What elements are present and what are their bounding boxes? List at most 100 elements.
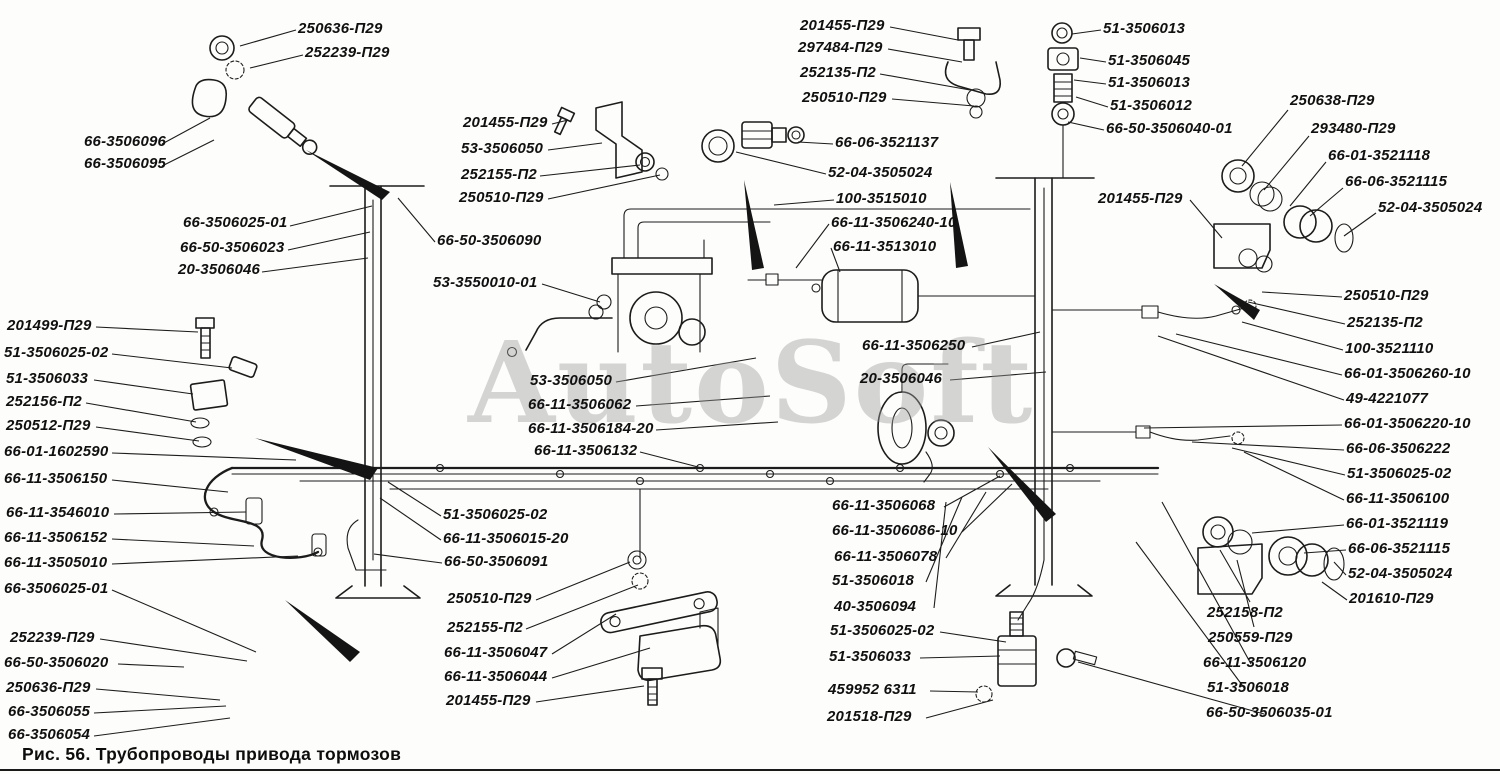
- part-number-label: 51-3506013: [1108, 74, 1191, 91]
- left-valve-and-bolt: [189, 317, 258, 448]
- leader-line: [85, 402, 197, 423]
- bottom-page-rule: [0, 769, 1500, 771]
- part-number-label: 66-50-3506035-01: [1206, 704, 1333, 721]
- leader-line: [1241, 321, 1344, 351]
- leader-line: [95, 688, 221, 701]
- part-number-label: 201455-П29: [446, 692, 531, 709]
- leader-line: [1157, 335, 1345, 401]
- leader-line: [655, 421, 779, 431]
- leader-line: [889, 26, 959, 41]
- part-number-label: 53-3506050: [530, 372, 613, 389]
- part-number-label: 252239-П29: [305, 44, 390, 61]
- leader-line: [111, 452, 297, 461]
- leader-line: [1067, 121, 1105, 131]
- leader-line: [615, 357, 757, 383]
- part-number-label: 51-3506025-02: [443, 506, 548, 523]
- leader-line: [547, 174, 661, 200]
- top-left-sensor-assembly: [191, 35, 318, 155]
- leader-line: [1191, 441, 1345, 451]
- leader-line: [1303, 549, 1347, 554]
- part-number-label: 51-3506025-02: [4, 344, 109, 361]
- part-number-label: 53-3506050: [461, 140, 544, 157]
- leader-line: [945, 491, 987, 559]
- leader-line: [639, 451, 703, 469]
- leader-line: [551, 613, 617, 655]
- leader-line: [1333, 561, 1347, 576]
- leader-line: [1231, 447, 1346, 476]
- part-number-label: 252135-П2: [1347, 314, 1423, 331]
- part-number-label: 66-3506096: [84, 133, 167, 150]
- bottom-right-valve: [975, 559, 1098, 703]
- leader-line: [830, 247, 841, 273]
- leader-line: [1321, 581, 1348, 601]
- part-number-label: 100-3521110: [1345, 340, 1434, 357]
- leader-line: [773, 199, 835, 206]
- top-right-fitting-stack: [1047, 22, 1079, 179]
- part-number-label: 51-3506018: [832, 572, 915, 589]
- part-number-label: 66-11-3506047: [444, 644, 548, 661]
- part-number-label: 20-3506046: [178, 261, 261, 278]
- part-number-label: 53-3550010-01: [433, 274, 538, 291]
- part-number-label: 252135-П2: [800, 64, 876, 81]
- part-number-label: 51-3506025-02: [830, 622, 935, 639]
- part-number-label: 66-11-3506062: [528, 396, 632, 413]
- part-number-label: 201610-П29: [1349, 590, 1434, 607]
- part-number-label: 66-06-3521115: [1348, 540, 1451, 557]
- part-number-label: 51-3506012: [1110, 97, 1193, 114]
- leader-line: [1263, 135, 1310, 191]
- leader-line: [1241, 109, 1289, 167]
- right-upper-assembly: [1213, 159, 1354, 273]
- part-number-label: 250510-П29: [447, 590, 532, 607]
- leader-line: [887, 48, 963, 63]
- part-number-label: 459952 6311: [828, 681, 917, 698]
- leader-line: [919, 655, 1001, 659]
- part-number-label: 252239-П29: [10, 629, 95, 646]
- leader-line: [1189, 199, 1223, 239]
- part-number-label: 52-04-3505024: [828, 164, 933, 181]
- leader-line: [373, 553, 443, 564]
- leader-line: [93, 705, 227, 714]
- part-number-label: 250510-П29: [1344, 287, 1429, 304]
- part-number-label: 51-3506018: [1207, 679, 1290, 696]
- part-number-label: 100-3515010: [836, 190, 927, 207]
- leader-line: [541, 283, 601, 303]
- bottom-center-bracket-group: [600, 550, 722, 706]
- watermark: AutoSoft: [468, 318, 1035, 449]
- part-number-label: 66-01-3506220-10: [1344, 415, 1471, 432]
- leader-line: [1071, 29, 1102, 35]
- figure-caption: Рис. 56. Трубопроводы привода тормозов: [22, 744, 402, 764]
- part-number-label: 66-11-3506132: [534, 442, 638, 459]
- leader-line: [379, 497, 442, 541]
- leader-line: [239, 29, 297, 47]
- leader-line: [1135, 541, 1246, 690]
- leader-line: [551, 647, 651, 679]
- top-center-union: [701, 121, 805, 163]
- leader-line: [93, 717, 231, 737]
- leader-line: [1236, 559, 1255, 628]
- part-number-label: 66-06-3506222: [1346, 440, 1451, 457]
- part-number-label: 252158-П2: [1207, 604, 1283, 621]
- leader-line: [113, 511, 247, 515]
- leader-line: [1309, 187, 1344, 217]
- part-number-label: 66-11-3506250: [862, 337, 966, 354]
- leader-line: [287, 231, 371, 251]
- leader-line: [551, 119, 569, 125]
- leader-line: [797, 141, 834, 145]
- part-number-label: 201455-П29: [463, 114, 548, 131]
- leader-line: [161, 139, 215, 167]
- brake-chamber: [877, 363, 955, 483]
- leader-line: [1143, 424, 1343, 429]
- part-number-label: 66-11-3513010: [833, 238, 937, 255]
- leader-line: [735, 151, 827, 175]
- leader-line: [539, 164, 641, 177]
- leader-line: [1247, 301, 1346, 325]
- part-number-label: 66-50-3506091: [444, 553, 549, 570]
- part-number-label: 66-50-3506023: [180, 239, 285, 256]
- leader-line: [387, 481, 442, 517]
- part-number-label: 201499-П29: [7, 317, 92, 334]
- leader-line: [111, 589, 257, 653]
- part-number-label: 66-11-3506078: [834, 548, 938, 565]
- part-number-label: 66-3506095: [84, 155, 167, 172]
- part-number-label: 250510-П29: [802, 89, 887, 106]
